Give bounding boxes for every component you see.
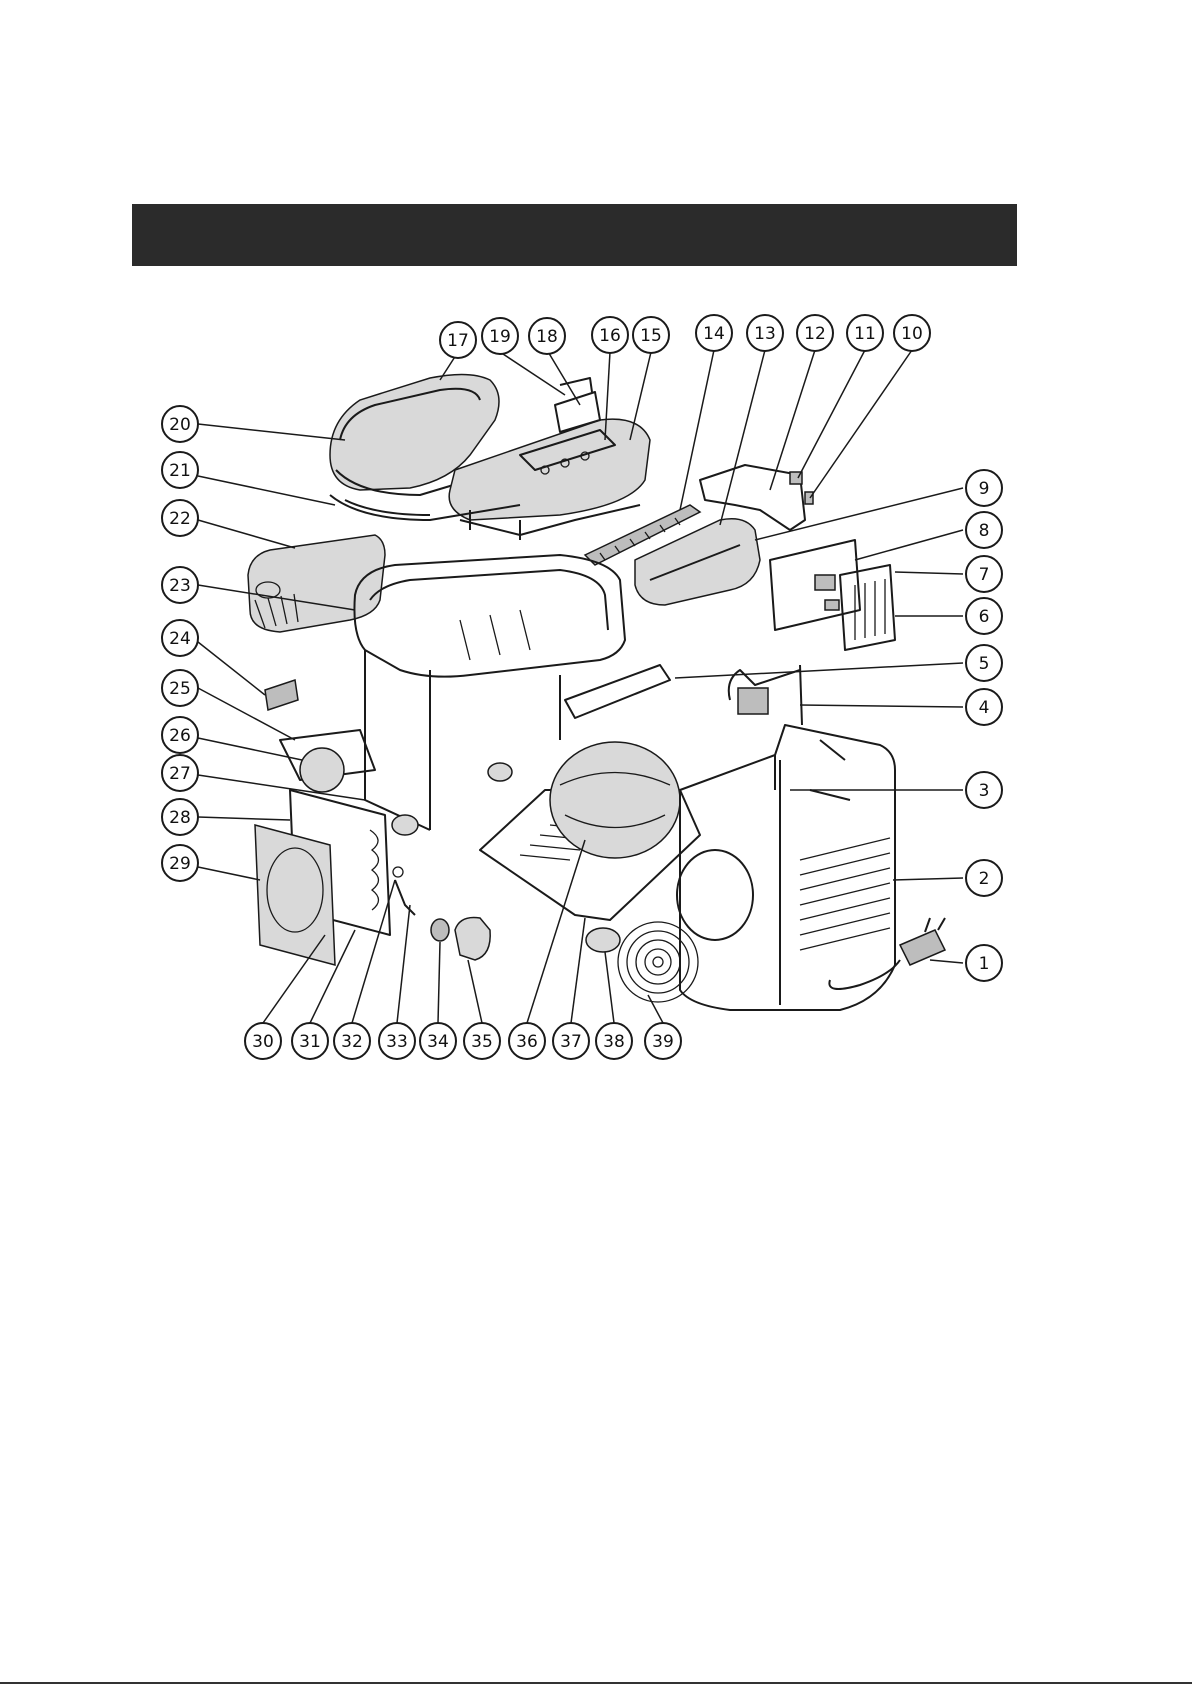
svg-text:34: 34 [427,1032,449,1052]
callout-15: 15 [633,317,669,353]
svg-text:27: 27 [169,764,191,784]
svg-text:38: 38 [603,1032,625,1052]
svg-text:36: 36 [516,1032,538,1052]
svg-text:1: 1 [979,954,990,974]
callout-38: 38 [596,1023,632,1059]
svg-text:30: 30 [252,1032,274,1052]
callout-1: 1 [966,945,1002,981]
callout-17: 17 [440,322,476,358]
svg-text:8: 8 [979,521,990,541]
pump-motor-part [300,748,344,792]
callout-37: 37 [553,1023,589,1059]
callout-28: 28 [162,799,198,835]
svg-text:12: 12 [804,324,826,344]
svg-text:35: 35 [471,1032,493,1052]
callout-36: 36 [509,1023,545,1059]
svg-text:26: 26 [169,726,191,746]
callout-2: 2 [966,860,1002,896]
svg-text:39: 39 [652,1032,674,1052]
page-bottom-rule [0,1682,1192,1684]
callout-3: 3 [966,772,1002,808]
outer-housing-part [680,725,895,1010]
svg-text:25: 25 [169,679,191,699]
svg-text:23: 23 [169,576,191,596]
callout-30: 30 [245,1023,281,1059]
callout-26: 26 [162,717,198,753]
svg-text:32: 32 [341,1032,363,1052]
svg-text:5: 5 [979,654,990,674]
parts-artwork [248,374,945,1010]
svg-text:21: 21 [169,461,191,481]
svg-text:4: 4 [979,698,990,718]
callout-14: 14 [696,315,732,351]
svg-text:37: 37 [560,1032,582,1052]
svg-text:9: 9 [979,479,990,499]
callout-23: 23 [162,567,198,603]
callout-12: 12 [797,315,833,351]
cover-plate-part [840,565,895,650]
callout-24: 24 [162,620,198,656]
callout-25: 25 [162,670,198,706]
callout-29: 29 [162,845,198,881]
solenoid-valve-part [455,918,490,961]
svg-text:6: 6 [979,607,990,627]
callout-16: 16 [592,317,628,353]
svg-text:13: 13 [754,324,776,344]
fan-guard-part [618,922,698,1002]
callout-19: 19 [482,318,518,354]
callout-4: 4 [966,689,1002,725]
foot-pad-part [586,928,620,952]
callout-34: 34 [420,1023,456,1059]
svg-text:24: 24 [169,629,191,649]
callout-5: 5 [966,645,1002,681]
callout-7: 7 [966,556,1002,592]
svg-text:20: 20 [169,415,191,435]
callout-13: 13 [747,315,783,351]
svg-text:3: 3 [979,781,990,801]
callout-32: 32 [334,1023,370,1059]
svg-text:17: 17 [447,331,469,351]
callout-31: 31 [292,1023,328,1059]
callout-20: 20 [162,406,198,442]
svg-text:33: 33 [386,1032,408,1052]
compressor-part [550,742,680,858]
callout-6: 6 [966,598,1002,634]
svg-text:18: 18 [536,327,558,347]
svg-text:14: 14 [703,324,725,344]
power-plug-part [900,930,945,965]
svg-text:19: 19 [489,327,511,347]
svg-text:31: 31 [299,1032,321,1052]
svg-text:2: 2 [979,869,990,889]
callout-39: 39 [645,1023,681,1059]
svg-text:28: 28 [169,808,191,828]
callout-22: 22 [162,500,198,536]
svg-text:22: 22 [169,509,191,529]
callout-9: 9 [966,470,1002,506]
svg-text:10: 10 [901,324,923,344]
callout-27: 27 [162,755,198,791]
callout-35: 35 [464,1023,500,1059]
callout-21: 21 [162,452,198,488]
callout-33: 33 [379,1023,415,1059]
svg-text:7: 7 [979,565,990,585]
ice-basket-part [248,535,385,632]
callout-18: 18 [529,318,565,354]
svg-text:11: 11 [854,324,876,344]
callout-11: 11 [847,315,883,351]
svg-text:15: 15 [640,326,662,346]
callout-8: 8 [966,512,1002,548]
svg-text:16: 16 [599,326,621,346]
svg-text:29: 29 [169,854,191,874]
callout-10: 10 [894,315,930,351]
